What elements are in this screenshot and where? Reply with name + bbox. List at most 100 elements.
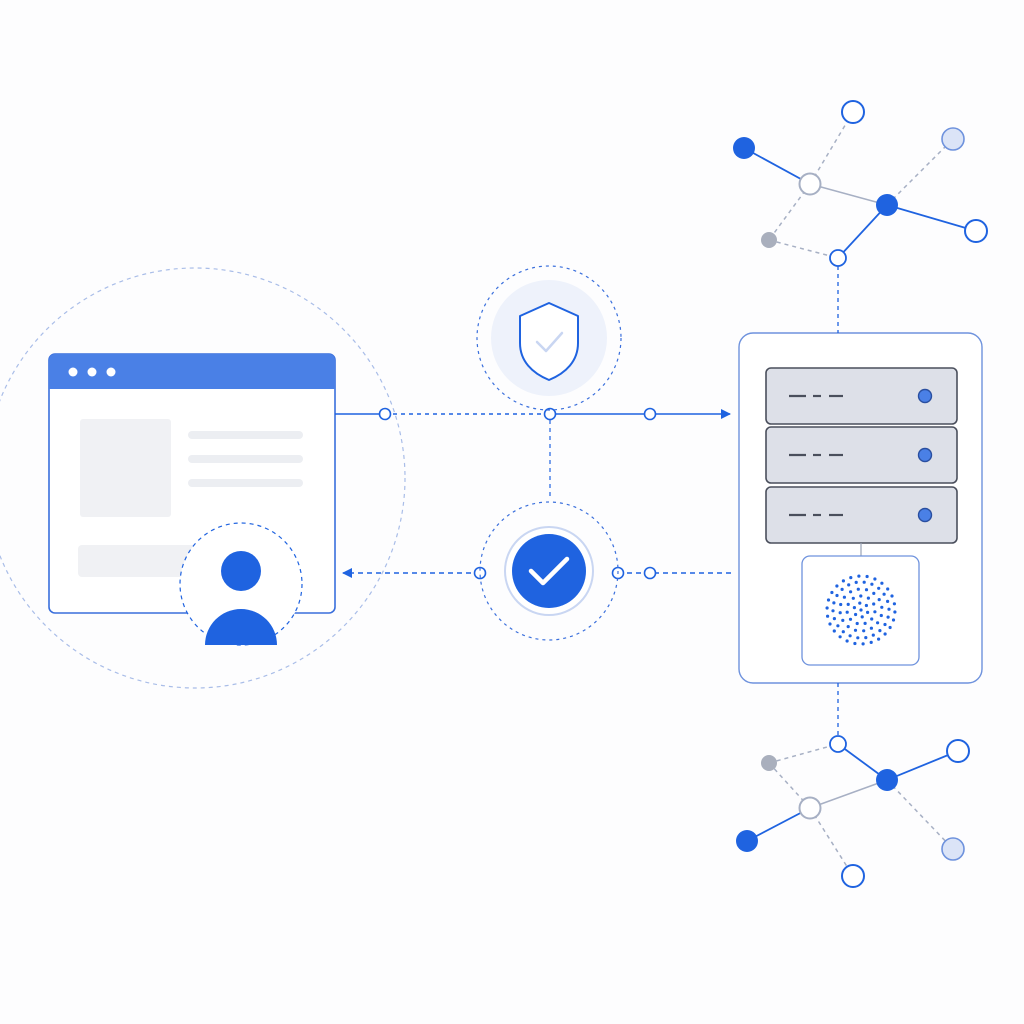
network-node (798, 796, 822, 820)
pattern-dot (826, 614, 830, 618)
pattern-dot (877, 637, 881, 641)
text-line-placeholder (188, 455, 303, 463)
pattern-dot (865, 574, 869, 579)
pattern-dot (846, 602, 850, 607)
check-halo-ring (479, 501, 619, 641)
pattern-dot (828, 622, 832, 626)
fingerprint-dots-icon (801, 555, 920, 666)
flow-node (643, 407, 657, 421)
pattern-dot (862, 629, 866, 633)
check-circle-icon (479, 501, 619, 641)
pattern-dot (873, 577, 877, 581)
check-badge (512, 534, 586, 608)
request-flow (335, 407, 731, 421)
pattern-dot (851, 596, 855, 600)
pattern-dot (845, 610, 849, 614)
network-node (941, 837, 965, 861)
image-placeholder (80, 419, 171, 517)
pattern-dot (893, 610, 897, 614)
pattern-dot (861, 642, 865, 646)
pattern-dot (832, 617, 837, 621)
pattern-dot (838, 635, 842, 639)
network-node (733, 137, 755, 159)
pattern-dot (855, 621, 859, 626)
pattern-dot (863, 621, 867, 626)
pattern-dot (841, 579, 846, 583)
network-node (876, 194, 898, 216)
network-node (829, 735, 847, 753)
pattern-dot (839, 602, 843, 607)
client-halo-ring (0, 267, 406, 689)
pattern-dot (866, 610, 870, 615)
pattern-dot (877, 586, 881, 590)
network-node (964, 219, 988, 243)
text-line-placeholder (188, 431, 303, 439)
pattern-dot (887, 607, 891, 611)
network-node (736, 830, 758, 852)
shield-check-icon (476, 265, 622, 411)
network-node (761, 232, 777, 248)
pattern-dot (872, 591, 876, 596)
network-node (946, 739, 970, 763)
network-node (841, 100, 865, 124)
pattern-dot (866, 596, 871, 600)
pattern-dot (835, 593, 839, 598)
window-dot (68, 367, 78, 377)
pattern-dot (832, 601, 836, 605)
pattern-dot (848, 634, 852, 638)
network-node (761, 755, 777, 771)
pattern-dot (838, 611, 842, 615)
pattern-dot (871, 633, 875, 637)
pattern-dot (860, 615, 864, 619)
pattern-dot (830, 590, 834, 595)
pattern-dot (880, 605, 884, 609)
window-dot (106, 367, 116, 377)
server-unit (765, 367, 958, 425)
server-rack-icon (738, 332, 983, 684)
pattern-dot (862, 580, 866, 584)
status-led-icon (917, 388, 933, 404)
pattern-dot (890, 594, 894, 598)
pattern-dot (882, 592, 886, 596)
pattern-dot (852, 606, 857, 610)
pattern-dot (869, 640, 873, 645)
flow-node (378, 407, 392, 421)
pattern-dot (845, 639, 849, 643)
pattern-dot (826, 598, 831, 602)
pattern-dot (883, 622, 887, 627)
pattern-dot (864, 636, 868, 640)
network-node (941, 127, 965, 151)
pattern-dot (879, 613, 883, 618)
pattern-dot (883, 632, 887, 636)
pattern-dot (870, 582, 874, 586)
pattern-dot (880, 581, 884, 585)
pattern-dot (891, 618, 896, 622)
pattern-dot (876, 621, 880, 625)
pattern-dot (886, 587, 890, 591)
pattern-dot (831, 609, 835, 613)
pattern-dot (878, 629, 882, 633)
shield-outline (519, 302, 579, 381)
pattern-dot (848, 617, 853, 621)
pattern-dot (854, 580, 858, 585)
network-node (841, 864, 865, 888)
button-placeholder (78, 545, 198, 577)
pattern-dot (853, 628, 858, 632)
pattern-dot (864, 603, 869, 608)
pattern-dot (847, 583, 851, 587)
pattern-dot (840, 587, 844, 592)
flow-node (543, 407, 557, 421)
avatar-body (205, 609, 277, 645)
pattern-dot (886, 615, 890, 619)
pattern-dot (832, 629, 836, 633)
pattern-dot (853, 641, 857, 646)
pattern-dot (836, 624, 840, 628)
pattern-dot (856, 636, 860, 640)
network-graph-icon (733, 100, 988, 333)
flow-node (643, 566, 657, 580)
response-flow (342, 566, 732, 580)
pattern-dot (864, 588, 869, 592)
pattern-dot (892, 602, 897, 606)
network-graph-icon (736, 683, 970, 888)
